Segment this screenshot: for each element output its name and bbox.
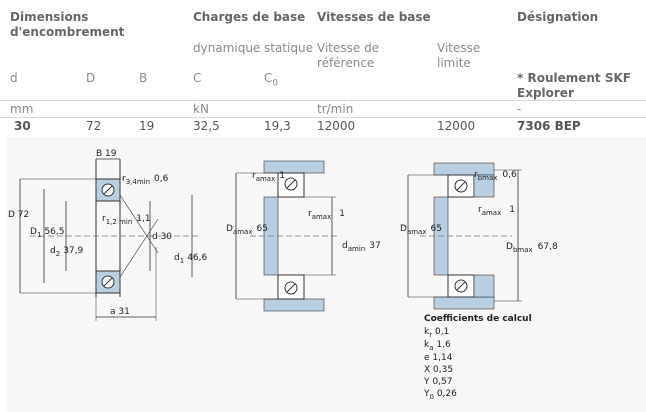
subheader-vitesse-ref-2: référence: [317, 56, 375, 70]
label-D: D 72: [8, 210, 29, 220]
coefficients-title: Coefficients de calcul: [424, 314, 532, 324]
label-d: d 30: [152, 232, 172, 242]
coef-Y0: Y0 0,26: [424, 389, 457, 401]
divider-values: [0, 117, 646, 118]
symbol-D: D: [86, 71, 96, 85]
coef-Y: Y 0,57: [424, 377, 453, 387]
divider-units: [0, 100, 646, 101]
value-vitesse-ref: 12000: [317, 119, 356, 133]
coef-e: e 1,14: [424, 353, 453, 363]
unit-dash: -: [517, 102, 522, 116]
subheader-vitesse-lim-1: Vitesse: [437, 41, 481, 55]
value-C0: 19,3: [264, 119, 291, 133]
coef-ka: ka 1,6: [424, 340, 451, 352]
header-vitesses: Vitesses de base: [317, 10, 431, 24]
header-dimensions: Dimensions: [10, 10, 89, 24]
symbol-d: d: [10, 71, 18, 85]
subheader-vitesse-lim-2: limite: [437, 56, 471, 70]
symbol-C0: C0: [264, 71, 279, 89]
value-designation[interactable]: 7306 BEP: [517, 119, 581, 133]
subheader-vitesse-ref-1: Vitesse de: [317, 41, 380, 55]
unit-kn: kN: [193, 102, 209, 116]
header-designation: Désignation: [517, 10, 599, 24]
label-a: a 31: [110, 307, 130, 317]
label-B: B 19: [96, 149, 117, 159]
value-C: 32,5: [193, 119, 220, 133]
subheader-dynamique: dynamique: [193, 41, 261, 55]
symbol-C: C: [193, 71, 202, 85]
symbol-skf-line2: Explorer: [517, 86, 574, 100]
subheader-statique: statique: [264, 41, 313, 55]
unit-trmin: tr/min: [317, 102, 354, 116]
coef-kr: kr 0,1: [424, 327, 450, 339]
symbol-B: B: [139, 71, 148, 85]
value-d: 30: [14, 119, 31, 133]
coef-X: X 0,35: [424, 365, 454, 375]
header-dimensions-line2: d'encombrement: [10, 25, 125, 39]
symbol-skf-line1: * Roulement SKF: [517, 71, 631, 85]
value-B: 19: [139, 119, 155, 133]
value-D: 72: [86, 119, 102, 133]
value-vitesse-lim: 12000: [437, 119, 476, 133]
unit-mm: mm: [10, 102, 34, 116]
header-charges: Charges de base: [193, 10, 306, 24]
